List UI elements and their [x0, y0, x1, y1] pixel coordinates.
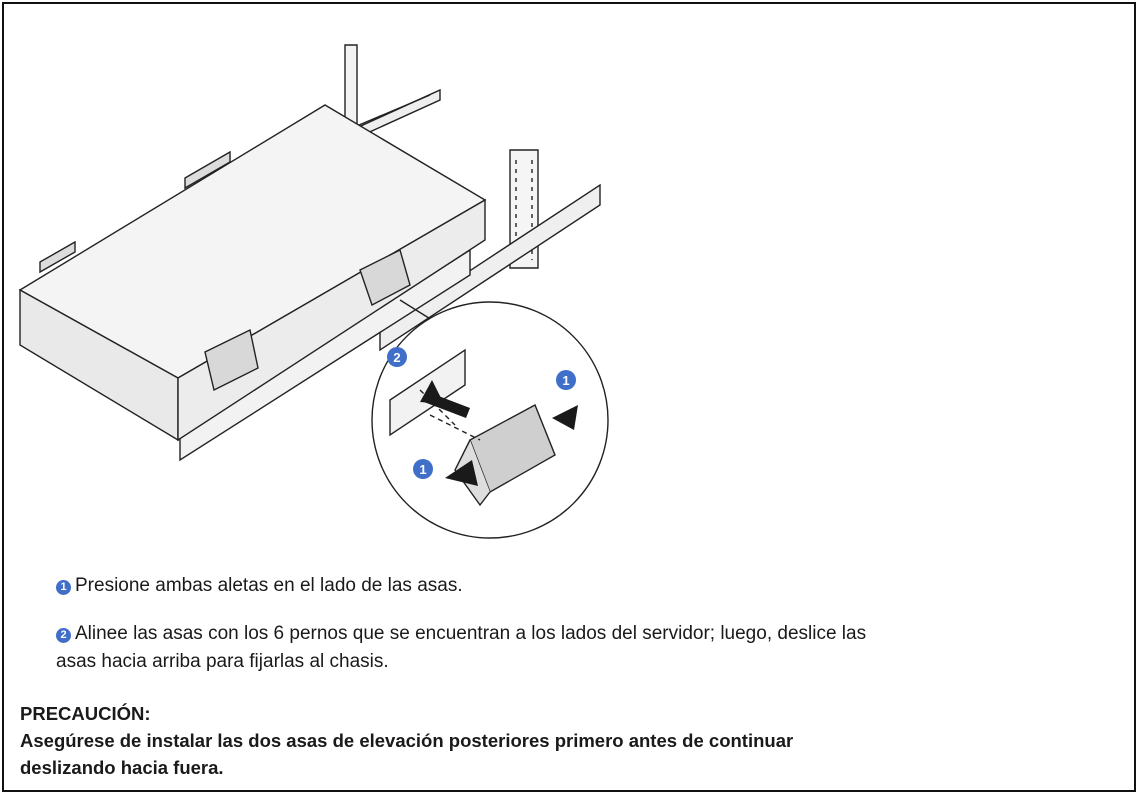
step-1: 1 Presione ambas aletas en el lado de las… — [56, 572, 1056, 600]
arrow-press-left-icon — [445, 460, 478, 486]
callout-badge-2: 2 — [387, 347, 407, 367]
svg-text:1: 1 — [419, 462, 426, 477]
callout-badge-1-right: 1 — [556, 370, 576, 390]
step-1-badge: 1 — [56, 580, 71, 595]
step-1-text: Presione ambas aletas en el lado de las … — [75, 575, 463, 596]
caution-block: PRECAUCIÓN: Asegúrese de instalar las do… — [20, 700, 1020, 781]
server-chassis — [18, 104, 487, 442]
arrow-up-icon — [420, 380, 444, 404]
arrow-press-right-icon — [552, 405, 578, 430]
caution-heading: PRECAUCIÓN: — [20, 703, 151, 724]
caution-line-2: deslizando hacia fuera. — [20, 757, 224, 778]
lift-handle-on-chassis — [204, 248, 411, 392]
step-2-badge: 2 — [56, 628, 71, 643]
step-2-text-line2: asas hacia arriba para fijarlas al chasi… — [56, 651, 389, 672]
step-2: 2 Alinee las asas con los 6 pernos que se… — [56, 620, 1056, 676]
direction-arrows — [420, 380, 578, 486]
callout-badge-1-left: 1 — [413, 459, 433, 479]
step-2-text: Alinee las asas con los 6 pernos que se … — [75, 623, 867, 644]
rack-post-rear — [344, 44, 441, 142]
server-lift-handle-illustration: 2 1 1 — [18, 44, 609, 539]
caution-line-1: Asegúrese de instalar las dos asas de el… — [20, 730, 794, 751]
svg-text:1: 1 — [562, 373, 569, 388]
svg-text:2: 2 — [393, 350, 400, 365]
